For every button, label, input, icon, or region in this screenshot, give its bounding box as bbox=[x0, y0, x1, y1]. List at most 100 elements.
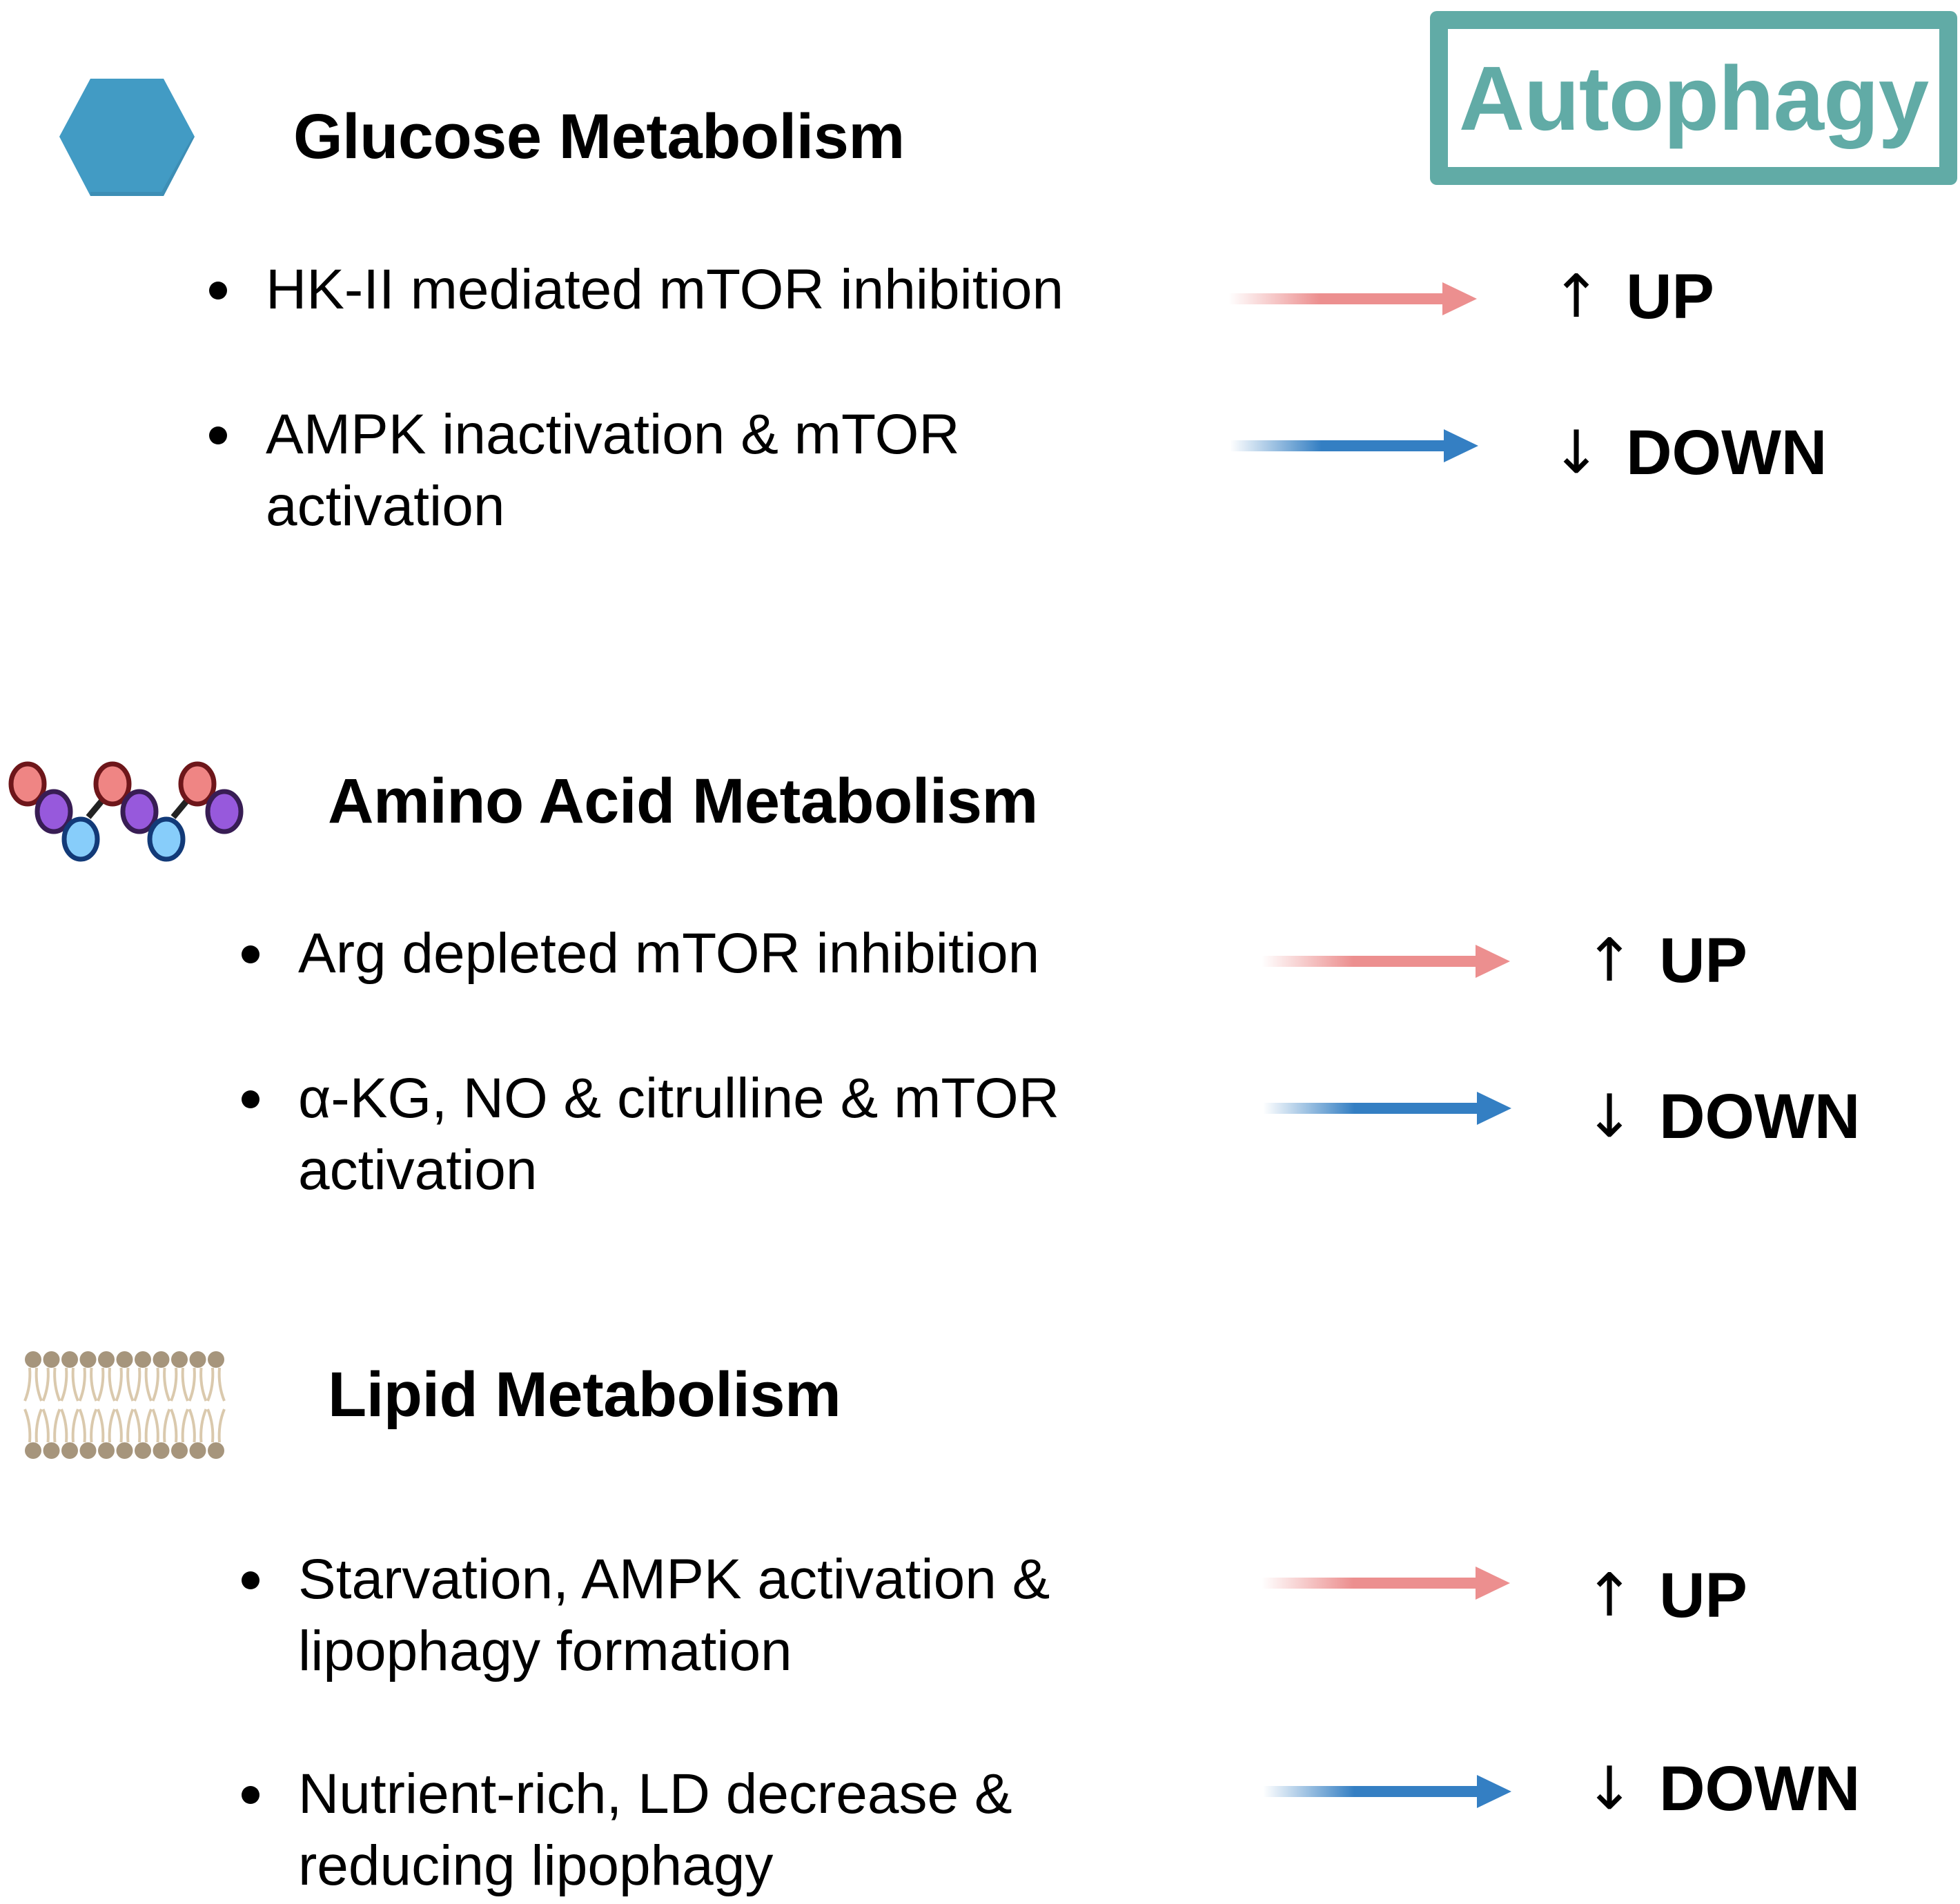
lipid-tail bbox=[163, 1367, 171, 1402]
down-arrow-glyph-icon: ↓ bbox=[1585, 1754, 1635, 1823]
down-arrow-glyph-icon: ↓ bbox=[1551, 418, 1602, 487]
lipid-head bbox=[208, 1442, 224, 1459]
lipid-head bbox=[61, 1442, 78, 1459]
effect-label-up: ↑ UP bbox=[1585, 1564, 1747, 1627]
lipid-tail bbox=[181, 1409, 189, 1443]
down-arrow-icon bbox=[1263, 1775, 1511, 1808]
effect-label-down: ↓ DOWN bbox=[1551, 421, 1827, 484]
lipid-head bbox=[116, 1442, 133, 1459]
lipid-head bbox=[25, 1351, 41, 1368]
lipid-tail bbox=[188, 1367, 196, 1402]
lipid-bilayer-icon bbox=[23, 1351, 226, 1459]
lipid-head bbox=[79, 1442, 97, 1459]
lipid-tail bbox=[151, 1409, 159, 1443]
lipid-head bbox=[116, 1351, 133, 1368]
lipid-head bbox=[79, 1351, 97, 1368]
hexagon-glucose-icon bbox=[59, 79, 195, 196]
lipid-head bbox=[135, 1442, 151, 1459]
lipid-tail bbox=[217, 1367, 226, 1402]
effect-text: DOWN bbox=[1659, 1081, 1861, 1152]
lipid-tail bbox=[71, 1409, 79, 1443]
down-arrow-glyph-icon: ↓ bbox=[1585, 1082, 1635, 1151]
lipid-tail bbox=[126, 1409, 135, 1443]
down-arrow-icon bbox=[1263, 1092, 1511, 1125]
lipid-tail bbox=[133, 1367, 141, 1402]
section-heading-amino-acid: Amino Acid Metabolism bbox=[328, 766, 1038, 836]
lipid-tail bbox=[199, 1409, 208, 1443]
effect-text: UP bbox=[1659, 925, 1747, 996]
lipid-tail bbox=[133, 1409, 141, 1443]
lipid-tail bbox=[188, 1409, 196, 1443]
effect-label-up: ↑ UP bbox=[1551, 265, 1714, 328]
section-heading-lipid: Lipid Metabolism bbox=[328, 1360, 841, 1430]
lipid-tail bbox=[126, 1367, 135, 1402]
lipid-tail bbox=[206, 1367, 215, 1402]
list-item: Nutrient-rich, LD decrease & reducing li… bbox=[242, 1758, 1012, 1902]
lipid-tail bbox=[71, 1367, 79, 1402]
item-text: HK-II mediated mTOR inhibition bbox=[266, 258, 1064, 321]
bullet-dot bbox=[242, 945, 259, 963]
effect-text: UP bbox=[1659, 1560, 1747, 1631]
list-item: HK-II mediated mTOR inhibition bbox=[209, 254, 1064, 326]
lipid-head bbox=[189, 1351, 206, 1368]
lipid-tail bbox=[35, 1367, 43, 1402]
lipid-head bbox=[43, 1351, 60, 1368]
item-text: Arg depleted mTOR inhibition bbox=[298, 922, 1040, 985]
bullet-dot bbox=[242, 1571, 259, 1589]
lipid-tail bbox=[170, 1367, 178, 1402]
lipid-tail bbox=[206, 1409, 215, 1443]
lipid-head bbox=[153, 1442, 170, 1459]
lipid-tail bbox=[97, 1409, 105, 1443]
up-arrow-icon bbox=[1262, 945, 1510, 978]
list-item: AMPK inactivation & mTOR activation bbox=[209, 399, 960, 542]
lipid-head bbox=[61, 1351, 78, 1368]
lipid-tail bbox=[78, 1367, 86, 1402]
lipid-tail bbox=[108, 1367, 116, 1402]
lipid-tail bbox=[78, 1409, 86, 1443]
lipid-tail bbox=[151, 1367, 159, 1402]
list-item: Starvation, AMPK activation & lipophagy … bbox=[242, 1544, 1050, 1687]
lipid-tail bbox=[170, 1409, 178, 1443]
lipid-tail bbox=[41, 1409, 50, 1443]
effect-label-down: ↓ DOWN bbox=[1585, 1085, 1860, 1148]
bullet-dot bbox=[242, 1786, 259, 1804]
lipid-head bbox=[153, 1351, 170, 1368]
effect-label-up: ↑ UP bbox=[1585, 929, 1747, 992]
up-arrow-icon bbox=[1262, 1567, 1510, 1600]
list-item: Arg depleted mTOR inhibition bbox=[242, 918, 1040, 990]
up-arrow-glyph-icon: ↑ bbox=[1585, 1561, 1635, 1630]
lipid-tail bbox=[41, 1367, 50, 1402]
bullet-dot bbox=[242, 1090, 259, 1108]
up-arrow-icon bbox=[1228, 282, 1477, 315]
item-text: AMPK inactivation & mTOR activation bbox=[266, 403, 960, 538]
effect-text: DOWN bbox=[1626, 418, 1827, 488]
down-arrow-icon bbox=[1230, 429, 1478, 462]
lipid-tail bbox=[97, 1367, 105, 1402]
lipid-tail bbox=[217, 1409, 226, 1443]
lipid-tail bbox=[23, 1367, 32, 1402]
item-text: α-KG, NO & citrulline & mTOR activation bbox=[298, 1067, 1059, 1201]
lipid-tail bbox=[53, 1367, 61, 1402]
lipid-head bbox=[43, 1442, 60, 1459]
lipid-head bbox=[171, 1351, 188, 1368]
lipid-tail bbox=[108, 1409, 116, 1443]
up-arrow-glyph-icon: ↑ bbox=[1551, 262, 1602, 331]
lipid-tail bbox=[115, 1409, 123, 1443]
lipid-tail bbox=[163, 1409, 171, 1443]
lipid-tail bbox=[90, 1409, 98, 1443]
lipid-tail bbox=[115, 1367, 123, 1402]
lipid-tail bbox=[199, 1367, 208, 1402]
lipid-tail bbox=[60, 1367, 68, 1402]
lipid-head bbox=[171, 1442, 188, 1459]
autophagy-title: Autophagy bbox=[1458, 47, 1929, 149]
lipid-head bbox=[135, 1351, 151, 1368]
lipid-head bbox=[25, 1442, 41, 1459]
lipid-head bbox=[98, 1351, 115, 1368]
autophagy-title-box: Autophagy bbox=[1430, 11, 1957, 185]
lipid-tail bbox=[181, 1367, 189, 1402]
lipid-tail bbox=[60, 1409, 68, 1443]
item-text: Starvation, AMPK activation & lipophagy … bbox=[298, 1548, 1050, 1682]
lipid-head bbox=[98, 1442, 115, 1459]
lipid-head bbox=[208, 1351, 224, 1368]
lipid-tail bbox=[144, 1367, 153, 1402]
